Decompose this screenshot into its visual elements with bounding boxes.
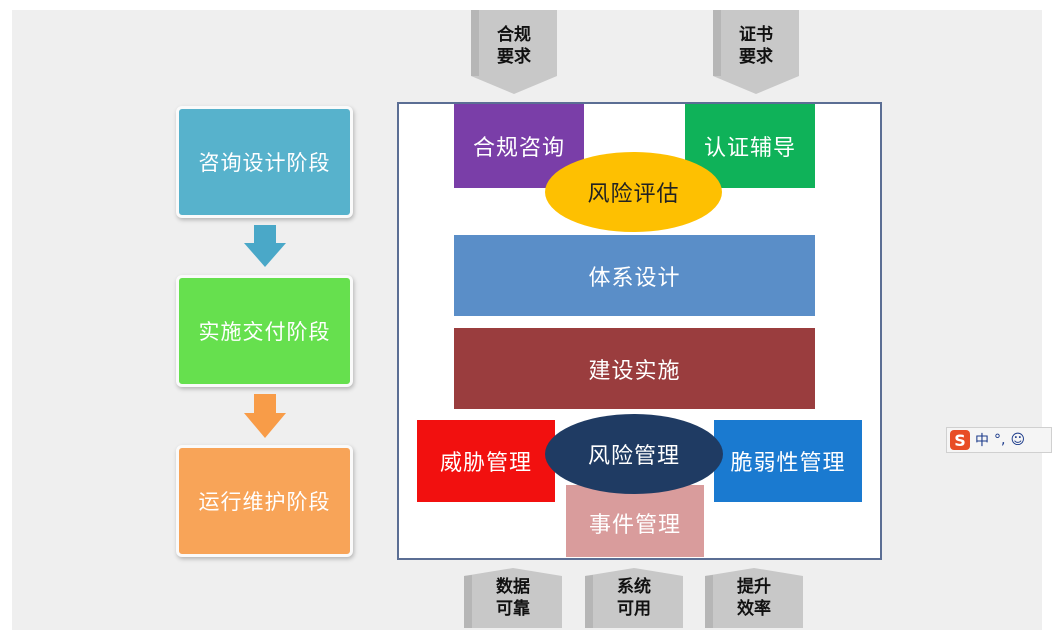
emoji-icon[interactable]: ☺	[1010, 432, 1026, 448]
certificate-requirement-tag: 证书 要求	[713, 10, 799, 94]
ime-mode-toggle[interactable]: 中	[975, 433, 989, 449]
ellipse-risk-assessment: 风险评估	[545, 152, 722, 232]
stage-consulting-design: 咨询设计阶段	[176, 106, 353, 218]
output-data-reliable: 数据 可靠	[464, 568, 562, 628]
block-system-design: 体系设计	[454, 235, 815, 316]
block-construction: 建设实施	[454, 328, 815, 409]
stage-arrow-down-1	[244, 225, 286, 267]
block-certification-coaching: 认证辅导	[685, 104, 815, 188]
ime-punctuation-toggle[interactable]: °,	[994, 432, 1006, 448]
ellipse-risk-management: 风险管理	[545, 414, 723, 494]
stage-operation-maintenance: 运行维护阶段	[176, 445, 353, 557]
sogou-logo-icon[interactable]: S	[950, 430, 970, 450]
block-incident-management: 事件管理	[566, 485, 704, 557]
output-system-available: 系统 可用	[585, 568, 683, 628]
compliance-requirement-tag: 合规 要求	[471, 10, 557, 94]
block-vulnerability-management: 脆弱性管理	[714, 420, 862, 502]
stage-implementation-delivery: 实施交付阶段	[176, 275, 353, 387]
ime-toolbar[interactable]: S 中 °, ☺	[946, 427, 1052, 453]
block-threat-management: 威胁管理	[417, 420, 555, 502]
output-improve-efficiency: 提升 效率	[705, 568, 803, 628]
stage-arrow-down-2	[244, 394, 286, 438]
